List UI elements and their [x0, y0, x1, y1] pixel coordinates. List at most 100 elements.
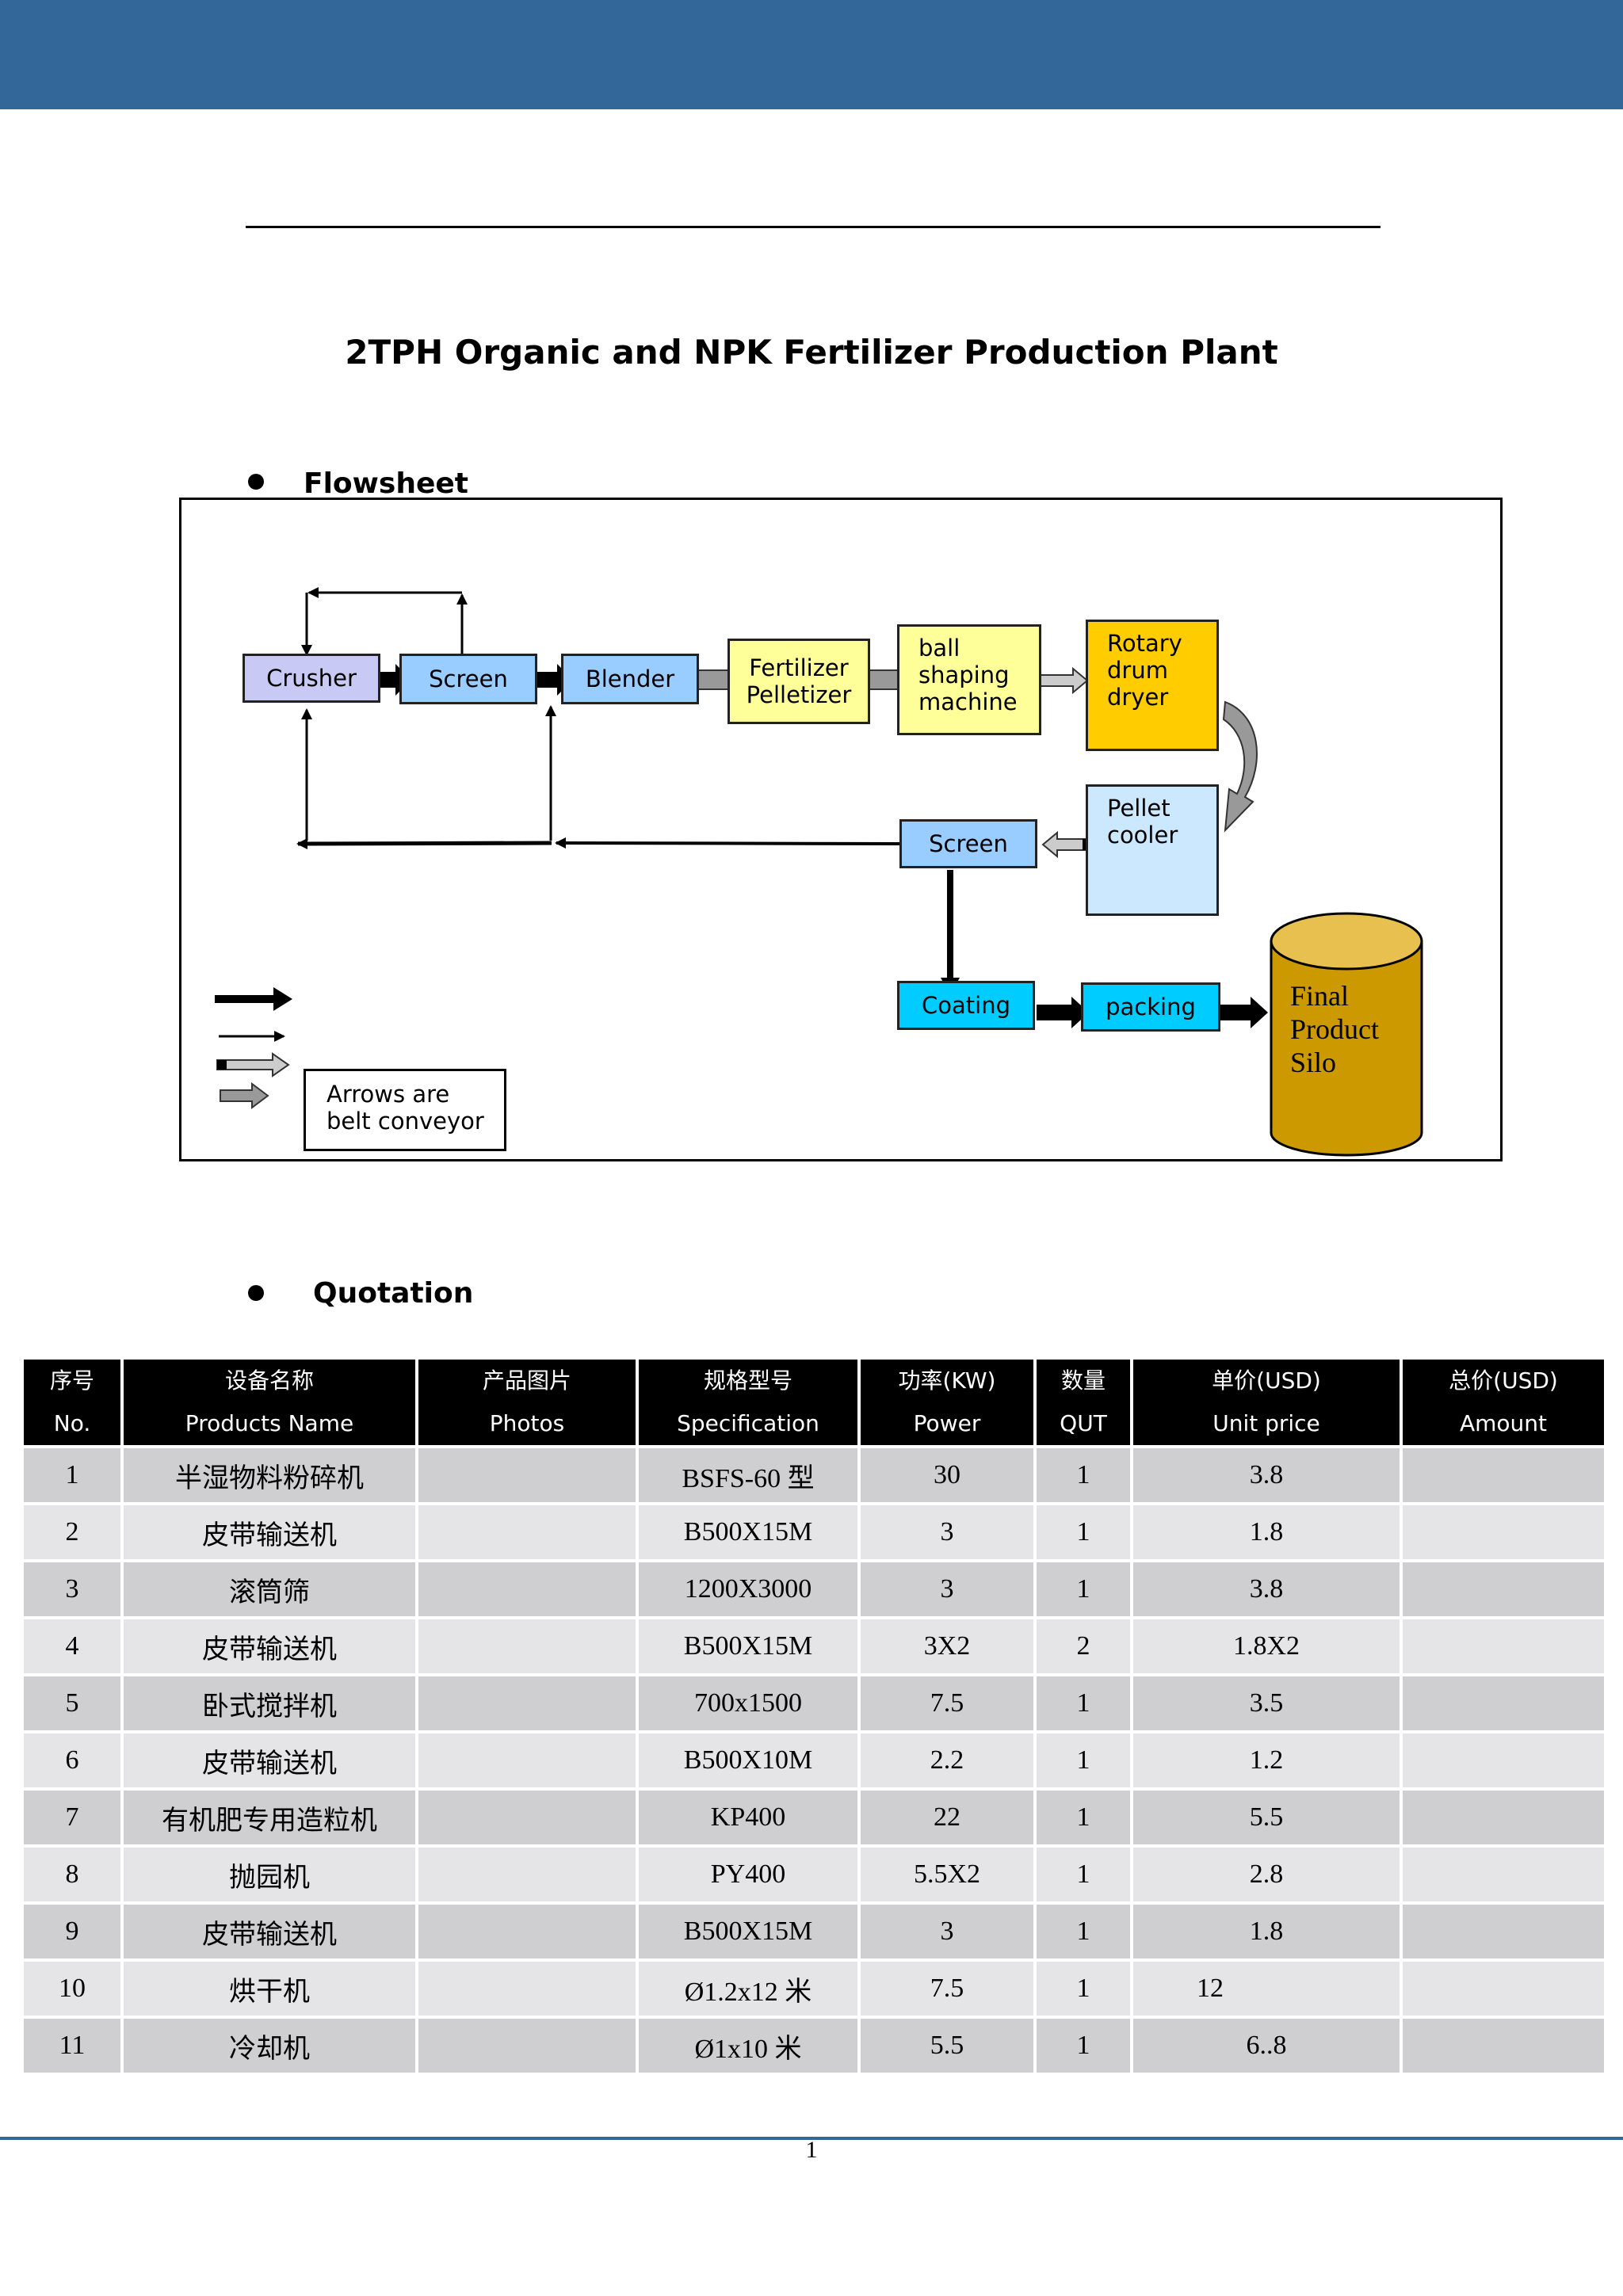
- cell-amount: [1401, 2016, 1604, 2073]
- cell-amount: [1401, 1445, 1604, 1504]
- cell-photo: [417, 1730, 639, 1789]
- cell-no: 3: [24, 1559, 124, 1618]
- cell-specification: KP400: [637, 1787, 861, 1846]
- cell-amount: [1401, 1730, 1604, 1789]
- packing-node: packing: [1081, 982, 1220, 1032]
- cell-qut: 1: [1035, 1787, 1133, 1846]
- cell-power: 5.5X2: [859, 1844, 1037, 1903]
- cell-qut: 1: [1035, 1958, 1133, 2017]
- cell-photo: [417, 1559, 639, 1618]
- cell-photo: [417, 2016, 639, 2073]
- cell-amount: [1401, 1502, 1604, 1561]
- cell-qut: 2: [1035, 1616, 1133, 1675]
- cell-product-name: 抛园机: [122, 1844, 418, 1903]
- cell-specification: BSFS-60 型: [637, 1445, 861, 1504]
- cell-qut: 1: [1035, 1559, 1133, 1618]
- cell-amount: [1401, 1559, 1604, 1618]
- cell-unit-price: 1.2: [1132, 1730, 1403, 1789]
- cell-product-name: 冷却机: [122, 2016, 418, 2073]
- cell-unit-price: 3.5: [1132, 1673, 1403, 1732]
- cell-unit-price: 6..8: [1132, 2016, 1403, 2073]
- cell-product-name: 半湿物料粉碎机: [122, 1445, 418, 1504]
- cell-unit-price: 2.8: [1132, 1844, 1403, 1903]
- cell-power: 3: [859, 1502, 1037, 1561]
- cell-specification: 700x1500: [637, 1673, 861, 1732]
- crusher-node: Crusher: [242, 654, 380, 703]
- cell-amount: [1401, 1844, 1604, 1903]
- cell-unit-price: 3.8: [1132, 1559, 1403, 1618]
- cell-no: 1: [24, 1445, 124, 1504]
- cell-no: 6: [24, 1730, 124, 1789]
- page-title: 2TPH Organic and NPK Fertilizer Producti…: [345, 333, 1278, 372]
- cell-unit-price: 1.8X2: [1132, 1616, 1403, 1675]
- cell-photo: [417, 1787, 639, 1846]
- cell-product-name: 皮带输送机: [122, 1901, 418, 1960]
- cell-no: 8: [24, 1844, 124, 1903]
- flowsheet-frame: [179, 498, 1503, 1161]
- cell-amount: [1401, 1901, 1604, 1960]
- cell-unit-price: 5.5: [1132, 1787, 1403, 1846]
- quotation-heading: Quotation: [313, 1277, 474, 1310]
- cell-photo: [417, 1958, 639, 2017]
- cell-no: 9: [24, 1901, 124, 1960]
- ball-shaping-node: ball shaping machine: [897, 624, 1041, 735]
- cell-power: 7.5: [859, 1958, 1037, 2017]
- cell-qut: 1: [1035, 1730, 1133, 1789]
- legend-note: Arrows are belt conveyor: [304, 1069, 506, 1151]
- cell-product-name: 有机肥专用造粒机: [122, 1787, 418, 1846]
- cell-no: 4: [24, 1616, 124, 1675]
- quotation-bullet: [248, 1285, 264, 1301]
- cell-power: 7.5: [859, 1673, 1037, 1732]
- cell-power: 3: [859, 1559, 1037, 1618]
- cell-specification: Ø1.2x12 米: [637, 1958, 861, 2017]
- cell-unit-price: 1.8: [1132, 1502, 1403, 1561]
- cell-no: 5: [24, 1673, 124, 1732]
- pelletizer-node: Fertilizer Pelletizer: [727, 639, 870, 724]
- cell-photo: [417, 1445, 639, 1504]
- cell-qut: 1: [1035, 1673, 1133, 1732]
- cell-power: 22: [859, 1787, 1037, 1846]
- cell-unit-price: 3.8: [1132, 1445, 1403, 1504]
- header-unit-price: 单价(USD)Unit price: [1132, 1360, 1403, 1447]
- cell-specification: B500X10M: [637, 1730, 861, 1789]
- cell-power: 3X2: [859, 1616, 1037, 1675]
- cell-qut: 1: [1035, 1445, 1133, 1504]
- cell-no: 10: [24, 1958, 124, 2017]
- cell-qut: 1: [1035, 2016, 1133, 2073]
- cell-amount: [1401, 1958, 1604, 2017]
- cell-unit-price: 12: [1132, 1958, 1403, 2017]
- cell-qut: 1: [1035, 1502, 1133, 1561]
- cell-photo: [417, 1673, 639, 1732]
- cell-photo: [417, 1844, 639, 1903]
- header-power: 功率(KW)Power: [859, 1360, 1037, 1447]
- cell-power: 30: [859, 1445, 1037, 1504]
- page-number: 1: [805, 2137, 818, 2163]
- cell-power: 5.5: [859, 2016, 1037, 2073]
- screen-node-1: Screen: [399, 654, 537, 704]
- coating-node: Coating: [897, 981, 1035, 1030]
- cell-specification: B500X15M: [637, 1616, 861, 1675]
- cell-no: 11: [24, 2016, 124, 2073]
- cell-specification: Ø1x10 米: [637, 2016, 861, 2073]
- cell-amount: [1401, 1673, 1604, 1732]
- pellet-cooler-node: Pellet cooler: [1086, 784, 1219, 916]
- cell-photo: [417, 1901, 639, 1960]
- cell-specification: B500X15M: [637, 1502, 861, 1561]
- cell-amount: [1401, 1787, 1604, 1846]
- cell-unit-price: 1.8: [1132, 1901, 1403, 1960]
- flowsheet-bullet: [248, 474, 264, 490]
